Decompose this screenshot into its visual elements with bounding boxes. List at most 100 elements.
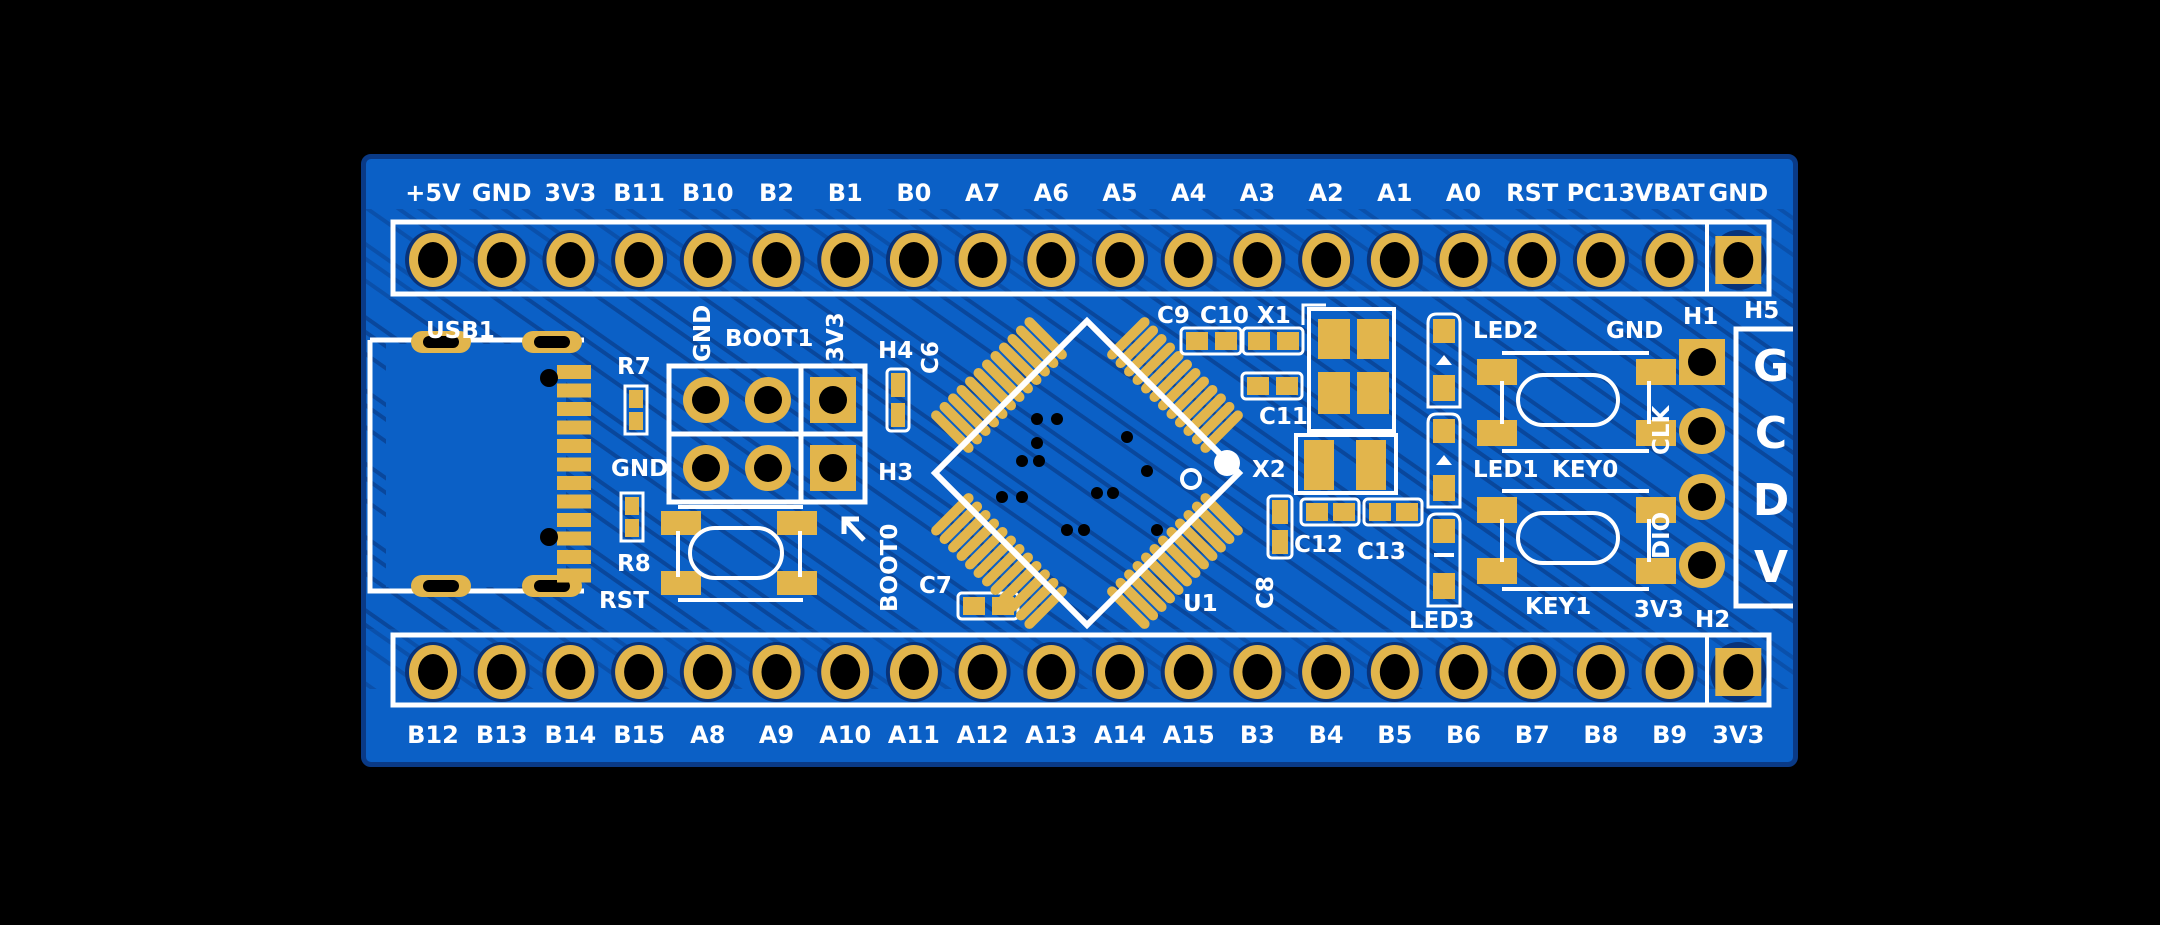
label-gnd-right: GND <box>1606 318 1663 344</box>
label-c11: C11 <box>1259 404 1308 430</box>
pin-label: B10 <box>682 179 734 207</box>
pin-label: A7 <box>965 179 1000 207</box>
pin-label: B9 <box>1652 721 1687 749</box>
label-c8: C8 <box>1253 576 1279 609</box>
capacitor-c12 <box>1299 497 1361 527</box>
label-boot0: BOOT0 <box>877 524 903 612</box>
label-led1: LED1 <box>1473 457 1538 483</box>
pin-label: A13 <box>1025 721 1077 749</box>
pin-label: B11 <box>613 179 665 207</box>
capacitor-c7 <box>956 591 1020 621</box>
pin-label: A1 <box>1377 179 1412 207</box>
header-pin <box>611 642 668 702</box>
header-pin <box>542 642 599 702</box>
label-u1: U1 <box>1183 591 1218 617</box>
header-pin <box>1435 230 1492 290</box>
header-pin <box>1366 642 1423 702</box>
header-pin <box>1572 642 1629 702</box>
key1-button <box>1477 489 1676 591</box>
header-pin <box>1641 230 1698 290</box>
label-clk: CLK <box>1649 404 1675 455</box>
bottom-header-outline <box>390 632 1772 708</box>
pin-label: GND <box>472 179 532 207</box>
label-c9: C9 <box>1157 303 1190 329</box>
pin-label: B2 <box>759 179 794 207</box>
header-pin <box>1504 230 1561 290</box>
pin-label: B14 <box>545 721 597 749</box>
pin-label: A14 <box>1094 721 1146 749</box>
header-pin <box>1023 642 1080 702</box>
pin-label: B8 <box>1583 721 1618 749</box>
pin-label: A6 <box>1034 179 1069 207</box>
label-boot1: BOOT1 <box>725 326 813 352</box>
capacitor-c9-c10 <box>1179 326 1305 356</box>
pin-label: A15 <box>1163 721 1215 749</box>
swd-letter: V <box>1754 542 1788 593</box>
label-usb1: USB1 <box>426 318 495 344</box>
pin-label: GND <box>1708 179 1768 207</box>
pin-label: RST <box>1506 179 1559 207</box>
top-header-pins <box>405 230 1767 290</box>
label-led2: LED2 <box>1473 318 1538 344</box>
label-dio: DIO <box>1649 512 1675 559</box>
pin-label: B13 <box>476 721 528 749</box>
header-pin <box>1641 642 1698 702</box>
header-pin <box>473 642 530 702</box>
usb-connector <box>367 331 591 597</box>
label-h4: H4 <box>878 338 913 364</box>
resistor-r7 <box>623 384 649 436</box>
led1 <box>1426 412 1462 509</box>
pin-label: A2 <box>1308 179 1343 207</box>
led3 <box>1426 512 1462 608</box>
label-r7: R7 <box>617 354 651 380</box>
header-pin <box>1710 230 1767 290</box>
label-h2: H2 <box>1695 607 1730 633</box>
pin-label: B5 <box>1377 721 1412 749</box>
crystal-x2 <box>1294 433 1398 495</box>
header-pin <box>748 642 805 702</box>
header-pin <box>611 230 668 290</box>
header-pin <box>1504 642 1561 702</box>
swd-letter: G <box>1753 341 1789 392</box>
header-pin <box>954 642 1011 702</box>
pin-label: B7 <box>1515 721 1550 749</box>
label-c6: C6 <box>918 341 944 374</box>
label-gnd-left: GND <box>611 456 668 482</box>
label-rst: RST <box>599 588 649 614</box>
pin-label: B3 <box>1240 721 1275 749</box>
header-pin <box>1298 642 1355 702</box>
header-pin <box>473 230 530 290</box>
swd-letter: C <box>1755 408 1787 459</box>
mcu-u1 <box>930 316 1244 630</box>
header-pin <box>679 230 736 290</box>
header-pin <box>1710 642 1767 702</box>
header-pin <box>1023 230 1080 290</box>
header-pin <box>1298 230 1355 290</box>
swd-pins <box>1679 339 1725 588</box>
header-pin <box>954 230 1011 290</box>
pin-label: A3 <box>1240 179 1275 207</box>
label-h5: H5 <box>1744 298 1779 324</box>
label-3v3-right: 3V3 <box>1634 597 1684 623</box>
header-pin <box>1229 230 1286 290</box>
label-c7: C7 <box>919 573 952 599</box>
label-boot1-3v3: 3V3 <box>823 312 849 362</box>
header-pin <box>1160 230 1217 290</box>
label-c10: C10 <box>1200 303 1249 329</box>
header-pin <box>405 230 461 290</box>
pin-label: A12 <box>957 721 1009 749</box>
pin-label: +5V <box>405 179 461 207</box>
pin-label: A8 <box>690 721 725 749</box>
header-pin <box>1366 230 1423 290</box>
header-pin <box>405 642 461 702</box>
pin-label: B12 <box>407 721 459 749</box>
pin-label: PC13 <box>1567 179 1636 207</box>
label-key1: KEY1 <box>1525 594 1591 620</box>
resistor-r8 <box>619 491 645 543</box>
header-pin <box>1160 642 1217 702</box>
header-pin <box>679 642 736 702</box>
